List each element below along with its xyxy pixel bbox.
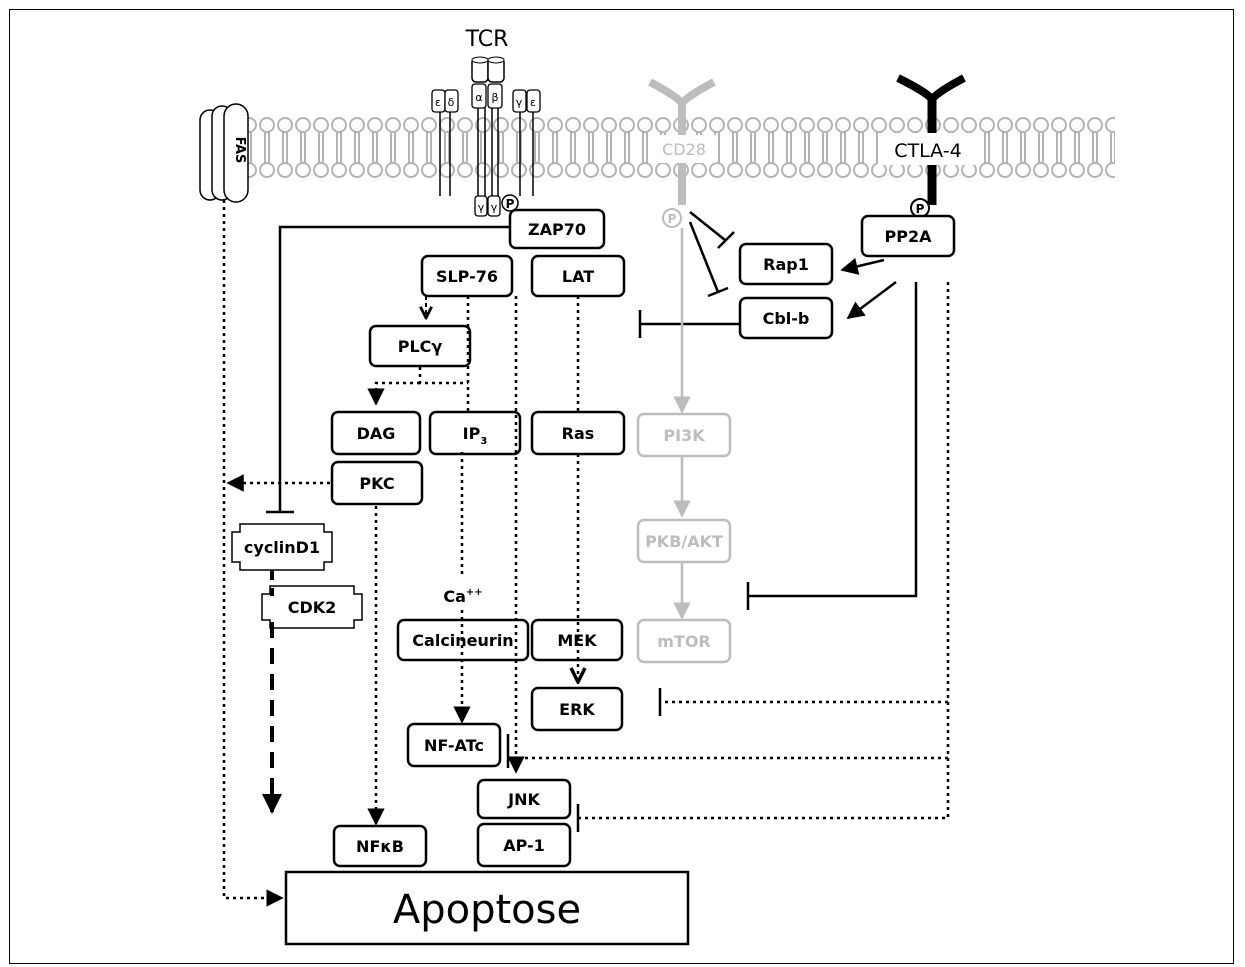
node-zap70: ZAP70 bbox=[510, 210, 604, 248]
ctla4-phospho: P bbox=[916, 202, 925, 216]
node-rap1-label: Rap1 bbox=[763, 255, 809, 274]
ctla4-receptor: CTLA-4 P bbox=[878, 78, 978, 217]
node-cdk2: CDK2 bbox=[262, 586, 362, 628]
node-cdk2-label: CDK2 bbox=[288, 598, 337, 617]
calcium-label: Ca++ bbox=[443, 587, 482, 606]
node-ip3: IP3 bbox=[430, 412, 520, 454]
node-plcg-label: PLCγ bbox=[398, 337, 443, 356]
rap1-bar-cd28 bbox=[718, 232, 734, 248]
apoptosis-label: Apoptose bbox=[393, 887, 581, 933]
pp2a-to-rap1-arrow bbox=[842, 260, 884, 270]
node-cblb-label: Cbl-b bbox=[763, 309, 810, 328]
node-lat: LAT bbox=[532, 256, 624, 296]
node-mek: MEK bbox=[532, 620, 622, 660]
node-erk: ERK bbox=[532, 688, 622, 730]
cd28-phospho: P bbox=[668, 212, 677, 226]
node-nfatc-label: NF-ATc bbox=[424, 736, 484, 755]
node-ap1: AP-1 bbox=[478, 824, 570, 866]
node-pkbakt: PKB/AKT bbox=[638, 520, 730, 562]
tcr-phospho: P bbox=[506, 197, 515, 211]
node-lat-label: LAT bbox=[562, 267, 594, 286]
node-jnk-label: JNK bbox=[507, 790, 540, 809]
fas-label: FAS bbox=[232, 137, 247, 164]
node-mtor-label: mTOR bbox=[657, 632, 711, 651]
chain-delta: δ bbox=[448, 96, 455, 109]
chain-gamma: γ bbox=[516, 96, 523, 109]
node-ap1-label: AP-1 bbox=[503, 836, 545, 855]
node-rap1: Rap1 bbox=[740, 244, 832, 284]
chain-epsilon-1: ε bbox=[435, 96, 441, 109]
pp2a-to-jnk-inhibition bbox=[578, 282, 948, 818]
node-dag-label: DAG bbox=[357, 424, 396, 443]
node-pkc: PKC bbox=[332, 462, 422, 504]
node-erk-label: ERK bbox=[559, 700, 595, 719]
node-mtor: mTOR bbox=[638, 620, 730, 662]
node-cyclind1: cyclinD1 bbox=[232, 524, 332, 570]
tcr-label: TCR bbox=[465, 27, 509, 52]
node-slp76: SLP-76 bbox=[422, 256, 512, 296]
node-nfkb: NFκB bbox=[334, 826, 426, 866]
node-plcg: PLCγ bbox=[370, 326, 470, 366]
chain-zeta-1: γ bbox=[478, 201, 485, 214]
node-jnk: JNK bbox=[478, 780, 570, 818]
ctla4-label: CTLA-4 bbox=[894, 140, 961, 162]
node-pkc-label: PKC bbox=[359, 474, 394, 493]
node-pi3k: PI3K bbox=[638, 414, 730, 456]
node-mek-label: MEK bbox=[557, 631, 597, 650]
chain-epsilon-2: ε bbox=[530, 96, 536, 109]
node-dag: DAG bbox=[332, 412, 420, 454]
fas-receptor: FAS bbox=[200, 104, 248, 202]
node-ras: Ras bbox=[532, 412, 624, 454]
chain-alpha: α bbox=[475, 91, 482, 104]
node-nfatc: NF-ATc bbox=[408, 724, 500, 766]
plcg-to-dag-arrow bbox=[376, 383, 420, 404]
chain-beta: β bbox=[491, 91, 498, 104]
chain-zeta-2: γ bbox=[491, 201, 498, 214]
node-nfkb-label: NFκB bbox=[356, 837, 404, 856]
node-zap70-label: ZAP70 bbox=[528, 220, 586, 239]
node-pp2a-label: PP2A bbox=[885, 227, 933, 246]
node-ras-label: Ras bbox=[562, 424, 595, 443]
node-pp2a: PP2A bbox=[862, 216, 954, 256]
node-slp76-label: SLP-76 bbox=[436, 267, 498, 286]
pp2a-to-cblb-arrow bbox=[848, 282, 896, 318]
plcg-split-line bbox=[420, 367, 468, 383]
node-cblb: Cbl-b bbox=[740, 298, 832, 338]
node-cyclind1-label: cyclinD1 bbox=[244, 538, 320, 557]
cd28-label: CD28 bbox=[662, 140, 706, 159]
node-pkbakt-label: PKB/AKT bbox=[645, 532, 723, 551]
node-pi3k-label: PI3K bbox=[663, 426, 705, 445]
